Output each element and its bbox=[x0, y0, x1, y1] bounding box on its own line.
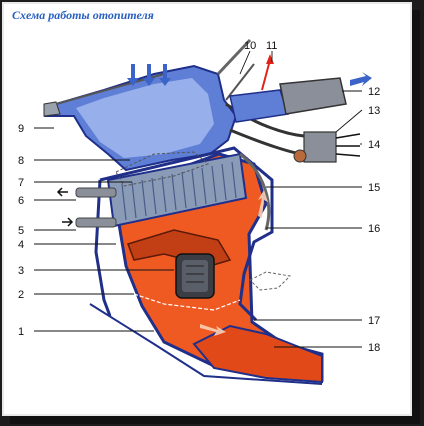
coolant-hoses bbox=[56, 187, 117, 228]
blower-fan bbox=[127, 229, 232, 299]
warm-air-arrows bbox=[200, 190, 268, 336]
heater-switch bbox=[293, 131, 361, 163]
callout-8: 8 bbox=[18, 155, 24, 167]
callout-2: 2 bbox=[18, 289, 24, 301]
callout-15: 15 bbox=[368, 182, 380, 194]
callout-leaders bbox=[34, 50, 363, 348]
callout-3: 3 bbox=[18, 265, 24, 277]
callout-16: 16 bbox=[368, 223, 380, 235]
floor-line bbox=[89, 303, 323, 385]
callout-1: 1 bbox=[18, 326, 24, 338]
callout-13: 13 bbox=[368, 105, 380, 117]
intake-highlight bbox=[76, 78, 214, 158]
callout-14: 14 bbox=[368, 139, 380, 151]
callout-9: 9 bbox=[18, 123, 24, 135]
cowl-panel bbox=[43, 101, 61, 117]
intake-air-arrows bbox=[127, 64, 171, 86]
callout-6: 6 bbox=[18, 195, 24, 207]
callout-11: 11 bbox=[266, 40, 277, 52]
callout-5: 5 bbox=[18, 225, 24, 237]
control-cables bbox=[216, 38, 305, 231]
heater-radiator bbox=[106, 152, 248, 228]
callout-12: 12 bbox=[368, 86, 380, 98]
casing-left-wall bbox=[94, 179, 112, 317]
callout-7: 7 bbox=[18, 177, 24, 189]
diagram-title: Схема работы отопителя bbox=[12, 8, 154, 22]
callout-18: 18 bbox=[368, 342, 380, 354]
side-vent-duct bbox=[229, 72, 372, 123]
callout-4: 4 bbox=[18, 239, 24, 251]
radiator-cover bbox=[115, 151, 209, 187]
floor-duct bbox=[192, 324, 323, 384]
callout-10: 10 bbox=[244, 40, 256, 52]
callout-17: 17 bbox=[368, 315, 380, 327]
diagram-frame: Схема работы отопителя bbox=[2, 2, 412, 416]
heater-schematic: 1 2 3 4 5 6 7 8 9 10 11 12 13 14 15 16 1… bbox=[18, 38, 380, 385]
footwell-flap-outline bbox=[249, 271, 292, 291]
air-damper-outline bbox=[133, 293, 241, 311]
